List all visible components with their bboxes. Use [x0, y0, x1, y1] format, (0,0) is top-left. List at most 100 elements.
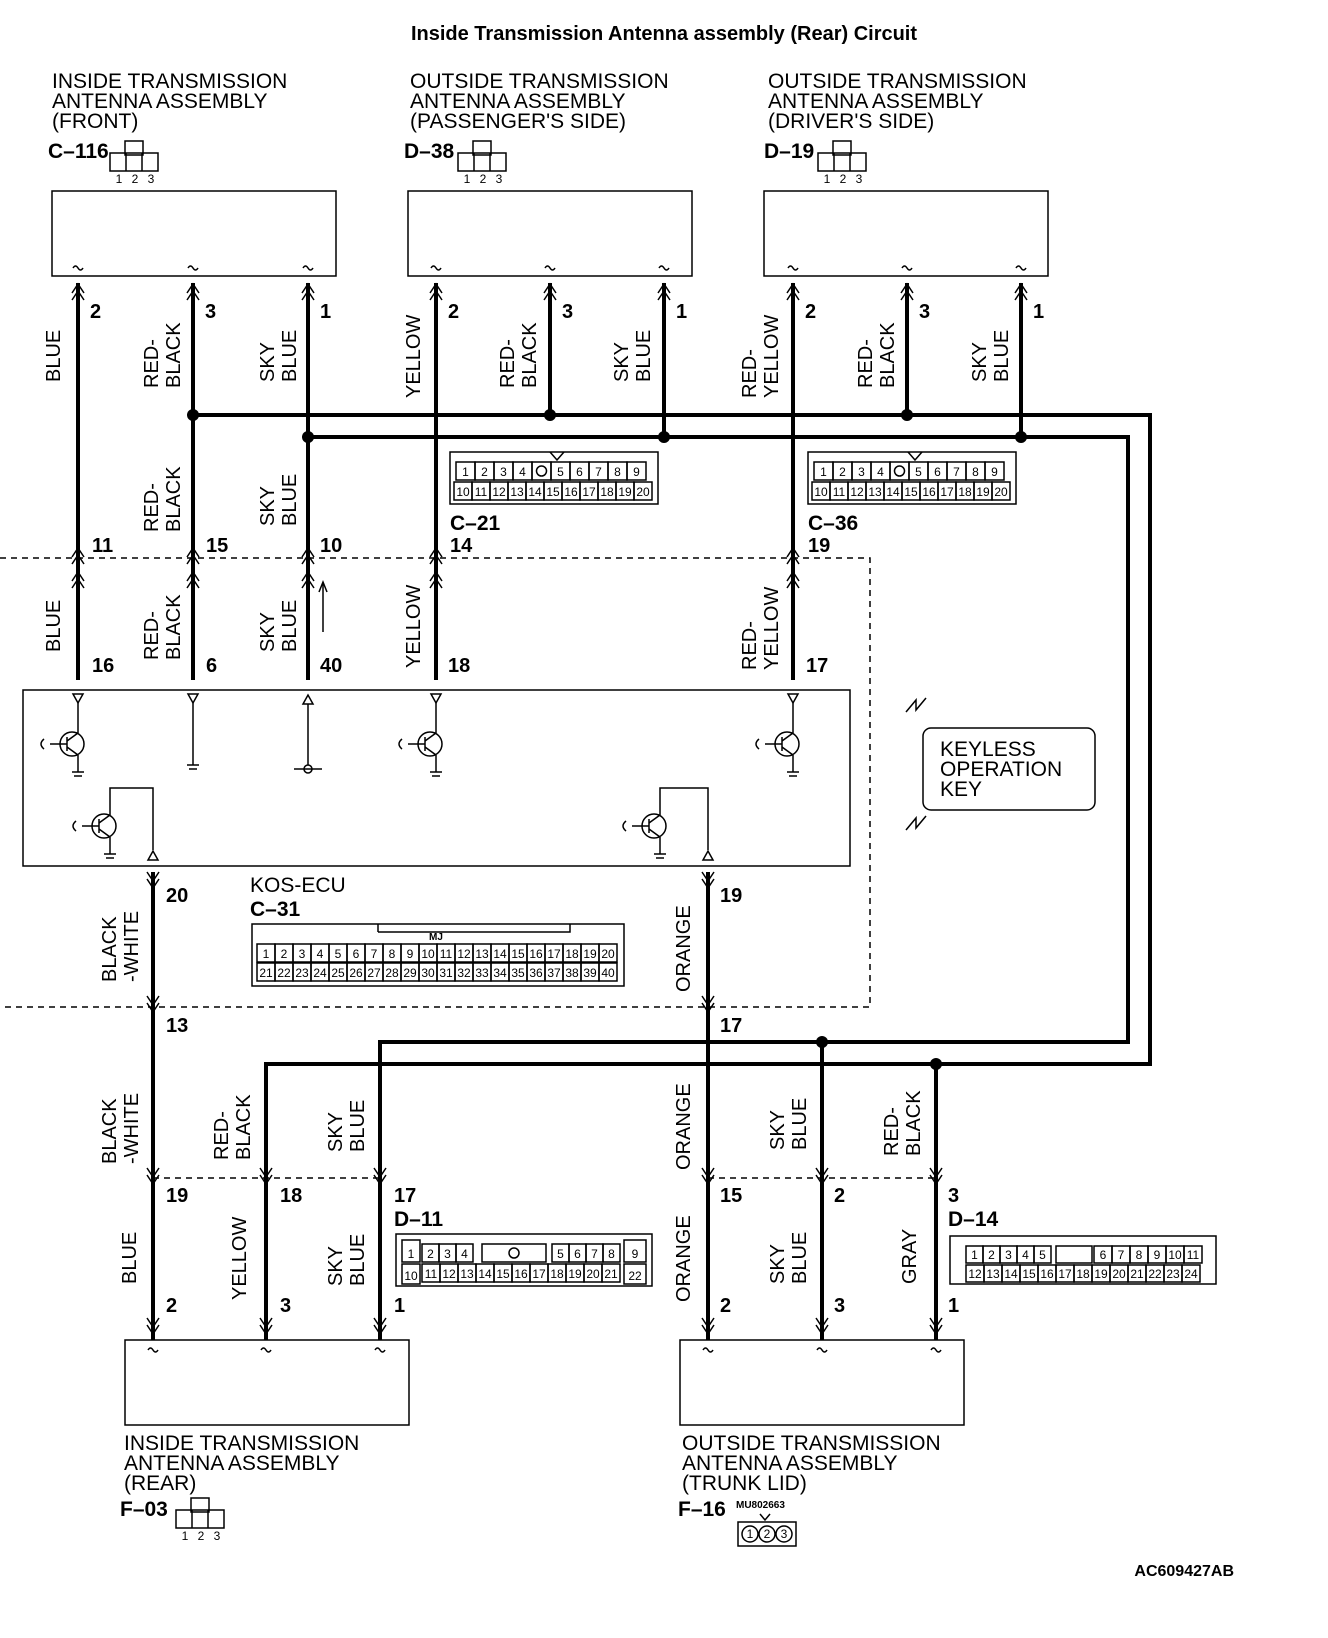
- connector-pin-label: 8: [389, 947, 396, 961]
- terminal-marks-top: [72, 265, 1027, 271]
- svg-text:BLUE: BLUE: [991, 330, 1013, 382]
- svg-text:BLUE: BLUE: [43, 600, 65, 652]
- svg-text:1: 1: [747, 1527, 754, 1541]
- svg-text:2: 2: [166, 1295, 177, 1317]
- connector-cell: [401, 1263, 421, 1285]
- svg-text:2: 2: [132, 172, 139, 186]
- connector-pin-label: 20: [994, 485, 1008, 499]
- connector-pin-label: 24: [313, 966, 327, 980]
- connector-pin-label: 36: [529, 966, 543, 980]
- connector-pin-label: 4: [519, 465, 526, 479]
- connector-pin-label: 14: [1004, 1267, 1018, 1281]
- connector-pin-label: 19: [568, 1267, 582, 1281]
- svg-text:(FRONT): (FRONT): [52, 110, 138, 133]
- connector-pin-label: 21: [259, 966, 273, 980]
- svg-text:BLUE: BLUE: [279, 600, 301, 652]
- connector-pin-label: 3: [444, 1247, 451, 1261]
- svg-text:3: 3: [781, 1527, 788, 1541]
- connector-pin-label: 12: [850, 485, 864, 499]
- svg-text:KOS-ECU: KOS-ECU: [250, 874, 346, 897]
- wires-top: [76, 283, 1023, 680]
- connector-f03: F–03: [120, 1498, 168, 1521]
- svg-text:BLUE: BLUE: [633, 330, 655, 382]
- connector-pin-label: 5: [557, 465, 564, 479]
- svg-text:1: 1: [824, 172, 831, 186]
- terminal-marks-bottom: [147, 1347, 942, 1353]
- wire-labels-ecu-top: BLUE RED- BLACK SKY BLUE YELLOW RED- YEL…: [43, 585, 783, 670]
- ecu-lower-wires: [146, 871, 943, 1340]
- connector-d19: D–19: [764, 140, 814, 163]
- connector-d38: D–38: [404, 140, 455, 163]
- svg-text:(REAR): (REAR): [124, 1472, 196, 1495]
- svg-text:SKY: SKY: [969, 342, 991, 382]
- connector-pin-label: 10: [456, 485, 470, 499]
- svg-text:18: 18: [448, 655, 470, 677]
- connector-pin-label: 10: [421, 947, 435, 961]
- svg-text:BLUE: BLUE: [119, 1232, 141, 1284]
- radio-signal-icon: [905, 697, 927, 713]
- connector-key-mark: [508, 1247, 520, 1259]
- connector-pin-label: 1: [408, 1247, 415, 1261]
- svg-text:RED-: RED-: [739, 621, 761, 670]
- connector-pin-label: 16: [922, 485, 936, 499]
- ecu-internal-circuit: [40, 693, 800, 861]
- passenger-antenna-label: OUTSIDE TRANSMISSION ANTENNA ASSEMBLY (P…: [404, 70, 669, 186]
- front-antenna-label: INSIDE TRANSMISSION ANTENNA ASSEMBLY (FR…: [48, 70, 287, 186]
- connector-pin-label: 15: [496, 1267, 510, 1281]
- svg-text:3: 3: [205, 301, 216, 323]
- svg-text:BLUE: BLUE: [347, 1100, 369, 1152]
- connector-cell: [1183, 1245, 1203, 1264]
- connector-cell: [626, 461, 647, 481]
- front-antenna-box: [51, 190, 337, 277]
- svg-text:16: 16: [92, 655, 114, 677]
- connector-f16: F–16: [678, 1498, 726, 1521]
- svg-text:ORANGE: ORANGE: [673, 905, 695, 992]
- connector-pin-label: 40: [601, 966, 615, 980]
- svg-text:D–11: D–11: [394, 1208, 443, 1231]
- connector-pin-label: 9: [1154, 1248, 1161, 1262]
- connector-pin-label: 7: [1118, 1248, 1125, 1262]
- connector-pin-label: 10: [814, 485, 828, 499]
- connector-pin-label: 19: [976, 485, 990, 499]
- svg-text:BLACK: BLACK: [163, 594, 185, 660]
- connector-pin-label: 17: [940, 485, 954, 499]
- svg-text:3: 3: [280, 1295, 291, 1317]
- connector-pin-label: 2: [427, 1247, 434, 1261]
- connector-pin-label: 6: [574, 1247, 581, 1261]
- connector-pin-label: 11: [425, 1267, 438, 1281]
- svg-text:ANTENNA ASSEMBLY: ANTENNA ASSEMBLY: [124, 1452, 340, 1475]
- svg-text:ANTENNA ASSEMBLY: ANTENNA ASSEMBLY: [682, 1452, 898, 1475]
- connector-pin-label: 6: [934, 465, 941, 479]
- svg-text:YELLOW: YELLOW: [403, 585, 425, 668]
- svg-text:RED-: RED-: [141, 483, 163, 532]
- upper-junction-pins: 11 15 10: [92, 535, 342, 557]
- svg-text:-WHITE: -WHITE: [121, 911, 143, 982]
- svg-text:17: 17: [806, 655, 828, 677]
- connector-cell: [984, 461, 1005, 481]
- connector-pin-label: 19: [583, 947, 597, 961]
- ecu-harness-boundary: [0, 557, 871, 1008]
- connector-pin-label: 35: [511, 966, 525, 980]
- connector-pin-label: 13: [475, 947, 489, 961]
- svg-text:2: 2: [480, 172, 487, 186]
- connector-pin-label: 12: [442, 1267, 456, 1281]
- connector-pin-label: 26: [349, 966, 363, 980]
- svg-text:OUTSIDE TRANSMISSION: OUTSIDE TRANSMISSION: [410, 70, 669, 93]
- connector-pin-label: 14: [493, 947, 507, 961]
- svg-text:C–31: C–31: [250, 898, 301, 921]
- connector-pin-label: 17: [547, 947, 561, 961]
- svg-text:C–21: C–21: [450, 512, 501, 535]
- connector-pin-label: 9: [991, 465, 998, 479]
- svg-text:MJ: MJ: [429, 932, 443, 943]
- svg-text:GRAY: GRAY: [899, 1229, 921, 1284]
- svg-text:19: 19: [808, 535, 830, 557]
- svg-text:RED-: RED-: [855, 339, 877, 388]
- wire-labels-top: BLUE RED- BLACK SKY BLUE YELLOW RED- BLA…: [43, 315, 1013, 398]
- svg-text:11: 11: [92, 535, 113, 557]
- connector-pin-label: 21: [604, 1267, 618, 1281]
- svg-text:1: 1: [1033, 301, 1044, 323]
